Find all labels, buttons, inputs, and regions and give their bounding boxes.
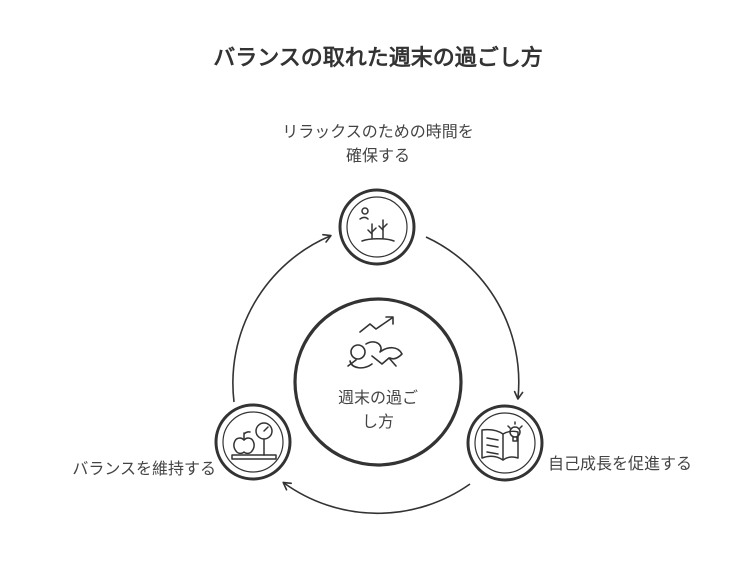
- arrow-relax-to-growth: [425, 236, 524, 400]
- growth-node-circle: [466, 404, 544, 482]
- center-circle: [293, 297, 463, 467]
- relax-label-line1: リラックスのための時間を: [282, 122, 474, 141]
- balance-label: バランスを維持する: [72, 459, 216, 478]
- book-lightbulb-icon: [481, 421, 523, 461]
- diagram-title: バランスの取れた週末の過ごし方: [213, 46, 543, 71]
- relax-label: リラックスのための時間を 確保する: [228, 120, 528, 168]
- apple-on-scale-icon: [231, 422, 277, 460]
- center-label-line1: 週末の過ご: [337, 388, 418, 407]
- plant-nature-icon: [359, 207, 395, 242]
- center-label: 週末の過ご し方: [322, 386, 434, 434]
- growth-label: 自己成長を促進する: [548, 454, 693, 473]
- center-label-line2: し方: [361, 412, 394, 431]
- relax-label-line2: 確保する: [345, 146, 410, 165]
- relax-node-circle: [338, 188, 416, 266]
- person-relaxing-with-upward-trend-icon: [347, 316, 403, 369]
- arrow-balance-to-relax: [232, 233, 332, 403]
- arrow-growth-to-balance: [282, 481, 471, 515]
